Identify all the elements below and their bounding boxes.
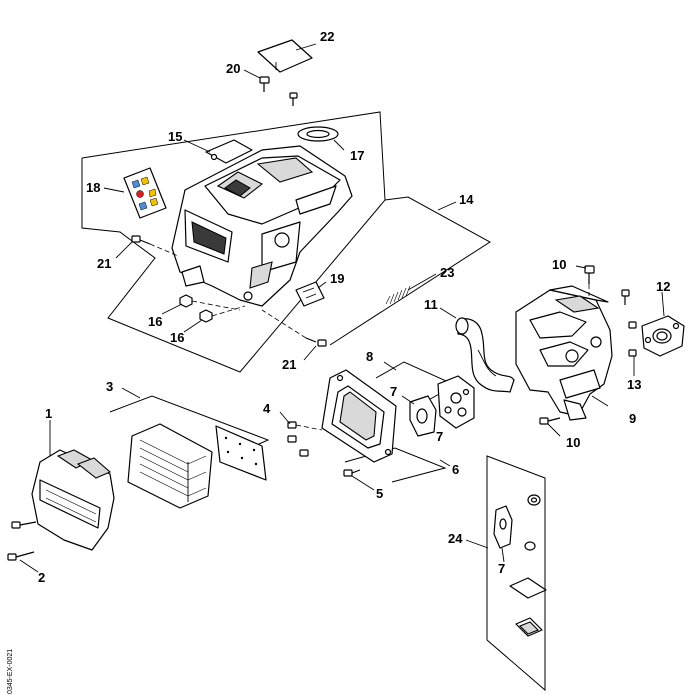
callout-10a: 10	[552, 257, 566, 272]
housing-9	[515, 285, 613, 421]
filter-base-6	[321, 369, 397, 463]
screw-4b	[287, 435, 297, 443]
callout-1: 1	[45, 406, 52, 421]
bracket-15	[205, 139, 253, 164]
screw-20b	[289, 92, 298, 106]
warning-label-18	[123, 167, 167, 219]
dash-21a	[149, 243, 179, 257]
frame-part-24	[486, 455, 546, 692]
callout-2: 2	[38, 570, 45, 585]
callout-16b: 16	[170, 330, 184, 345]
screw-10a	[584, 265, 595, 284]
callout-20: 20	[226, 61, 240, 76]
flange-12	[641, 315, 685, 357]
nut-16a	[179, 294, 193, 308]
callout-7b: 7	[436, 429, 443, 444]
screw-4c	[299, 449, 309, 457]
callout-15: 15	[168, 129, 182, 144]
screw-21a	[131, 235, 151, 245]
filter-plate	[215, 425, 267, 481]
screw-20	[259, 76, 270, 92]
screw-13a	[628, 321, 637, 329]
frame-shroud-group	[81, 111, 386, 373]
callout-22: 22	[320, 29, 334, 44]
screw-2a	[11, 521, 37, 529]
callout-3: 3	[106, 379, 113, 394]
filter-cover-1	[31, 449, 115, 551]
kit-24-contents	[493, 494, 547, 637]
drawing-code: 0345-EX-0021	[7, 649, 14, 694]
callout-18: 18	[86, 180, 100, 195]
nut-16b	[199, 309, 213, 323]
dash-16b	[211, 305, 246, 317]
dash-21b	[261, 309, 307, 339]
callout-7a: 7	[390, 384, 397, 399]
callout-9: 9	[629, 411, 636, 426]
leaders	[19, 43, 665, 573]
callout-17: 17	[350, 148, 364, 163]
callout-10b: 10	[566, 435, 580, 450]
screw-2b	[7, 551, 35, 561]
screw-13b	[628, 349, 637, 357]
gasket-7a	[409, 395, 437, 437]
callout-11: 11	[424, 297, 438, 312]
callout-16a: 16	[148, 314, 162, 329]
frame-part-14	[329, 196, 491, 346]
callout-4: 4	[263, 401, 271, 416]
label-19	[295, 281, 325, 307]
callout-13: 13	[627, 377, 641, 392]
dash-16	[191, 300, 241, 311]
flange-8	[437, 375, 475, 429]
gasket-17	[297, 126, 339, 142]
engine-shroud	[171, 145, 353, 307]
callout-6: 6	[452, 462, 459, 477]
air-filter-3	[127, 423, 213, 509]
screw-10c	[539, 417, 561, 425]
callout-14: 14	[459, 192, 474, 207]
cover-plate-22	[257, 39, 313, 73]
callout-7c: 7	[498, 561, 505, 576]
callout-labels: 1 2 3 4 5 6 7 7 7 8 9 10 10 11 12 13 14 …	[38, 29, 670, 585]
callout-24: 24	[448, 531, 463, 546]
intake-hose-11	[455, 317, 515, 393]
callout-5: 5	[376, 486, 383, 501]
screw-10b	[621, 289, 630, 305]
callout-23: 23	[440, 265, 454, 280]
callout-19: 19	[330, 271, 344, 286]
callout-8: 8	[366, 349, 373, 364]
callout-21b: 21	[282, 357, 296, 372]
dash-4	[295, 424, 323, 431]
screw-5	[343, 469, 361, 477]
callout-12: 12	[656, 279, 670, 294]
callout-21a: 21	[97, 256, 111, 271]
screw-21b	[305, 337, 327, 347]
spring-23	[385, 285, 411, 305]
